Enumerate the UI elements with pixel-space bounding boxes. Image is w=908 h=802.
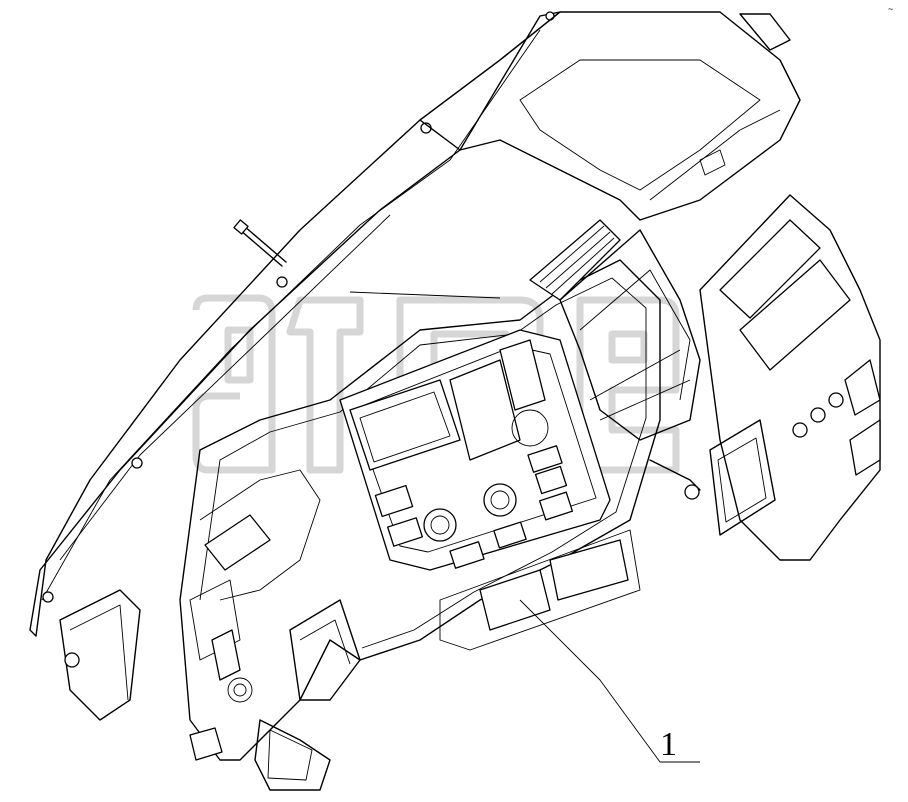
left-switch xyxy=(189,727,223,761)
reference-line xyxy=(349,291,501,299)
right-knob-2 xyxy=(810,407,826,423)
steering-column-area xyxy=(59,589,361,721)
callout-label-1: 1 xyxy=(660,726,677,763)
lower-cubby-2 xyxy=(549,539,629,601)
left-pocket xyxy=(204,514,271,571)
center-slot xyxy=(449,359,521,461)
right-knob-1 xyxy=(792,422,808,438)
gauge-right xyxy=(483,483,517,517)
mount-pin xyxy=(233,219,287,267)
center-cluster xyxy=(339,329,641,651)
mount-screw-5 xyxy=(545,11,555,21)
watermark-logo xyxy=(192,294,680,474)
gauge-left xyxy=(423,508,457,542)
switch-bank xyxy=(374,445,574,569)
column-bolt xyxy=(64,652,80,668)
mount-screw-3 xyxy=(276,276,288,288)
ignition-knob xyxy=(227,677,253,703)
right-window-1 xyxy=(719,219,821,319)
right-trim-panel xyxy=(684,194,881,561)
right-cover-plate xyxy=(709,419,776,536)
corner-vent xyxy=(739,13,791,51)
lower-console-left xyxy=(254,719,331,791)
fastener xyxy=(684,484,700,500)
display-screen xyxy=(349,379,461,471)
upper-panel xyxy=(419,11,801,221)
corner-mark: ~ xyxy=(888,4,893,14)
dashboard-body xyxy=(179,259,661,791)
air-vent xyxy=(529,219,621,301)
mount-screw-2 xyxy=(131,457,143,469)
right-window-2 xyxy=(739,259,851,371)
lower-cubby-1 xyxy=(479,569,551,631)
round-control xyxy=(511,409,549,447)
right-knob-3 xyxy=(828,392,844,408)
mount-screw-1 xyxy=(42,591,54,603)
leader-line-1 xyxy=(519,599,700,763)
vent-bracket-assembly xyxy=(529,219,701,491)
